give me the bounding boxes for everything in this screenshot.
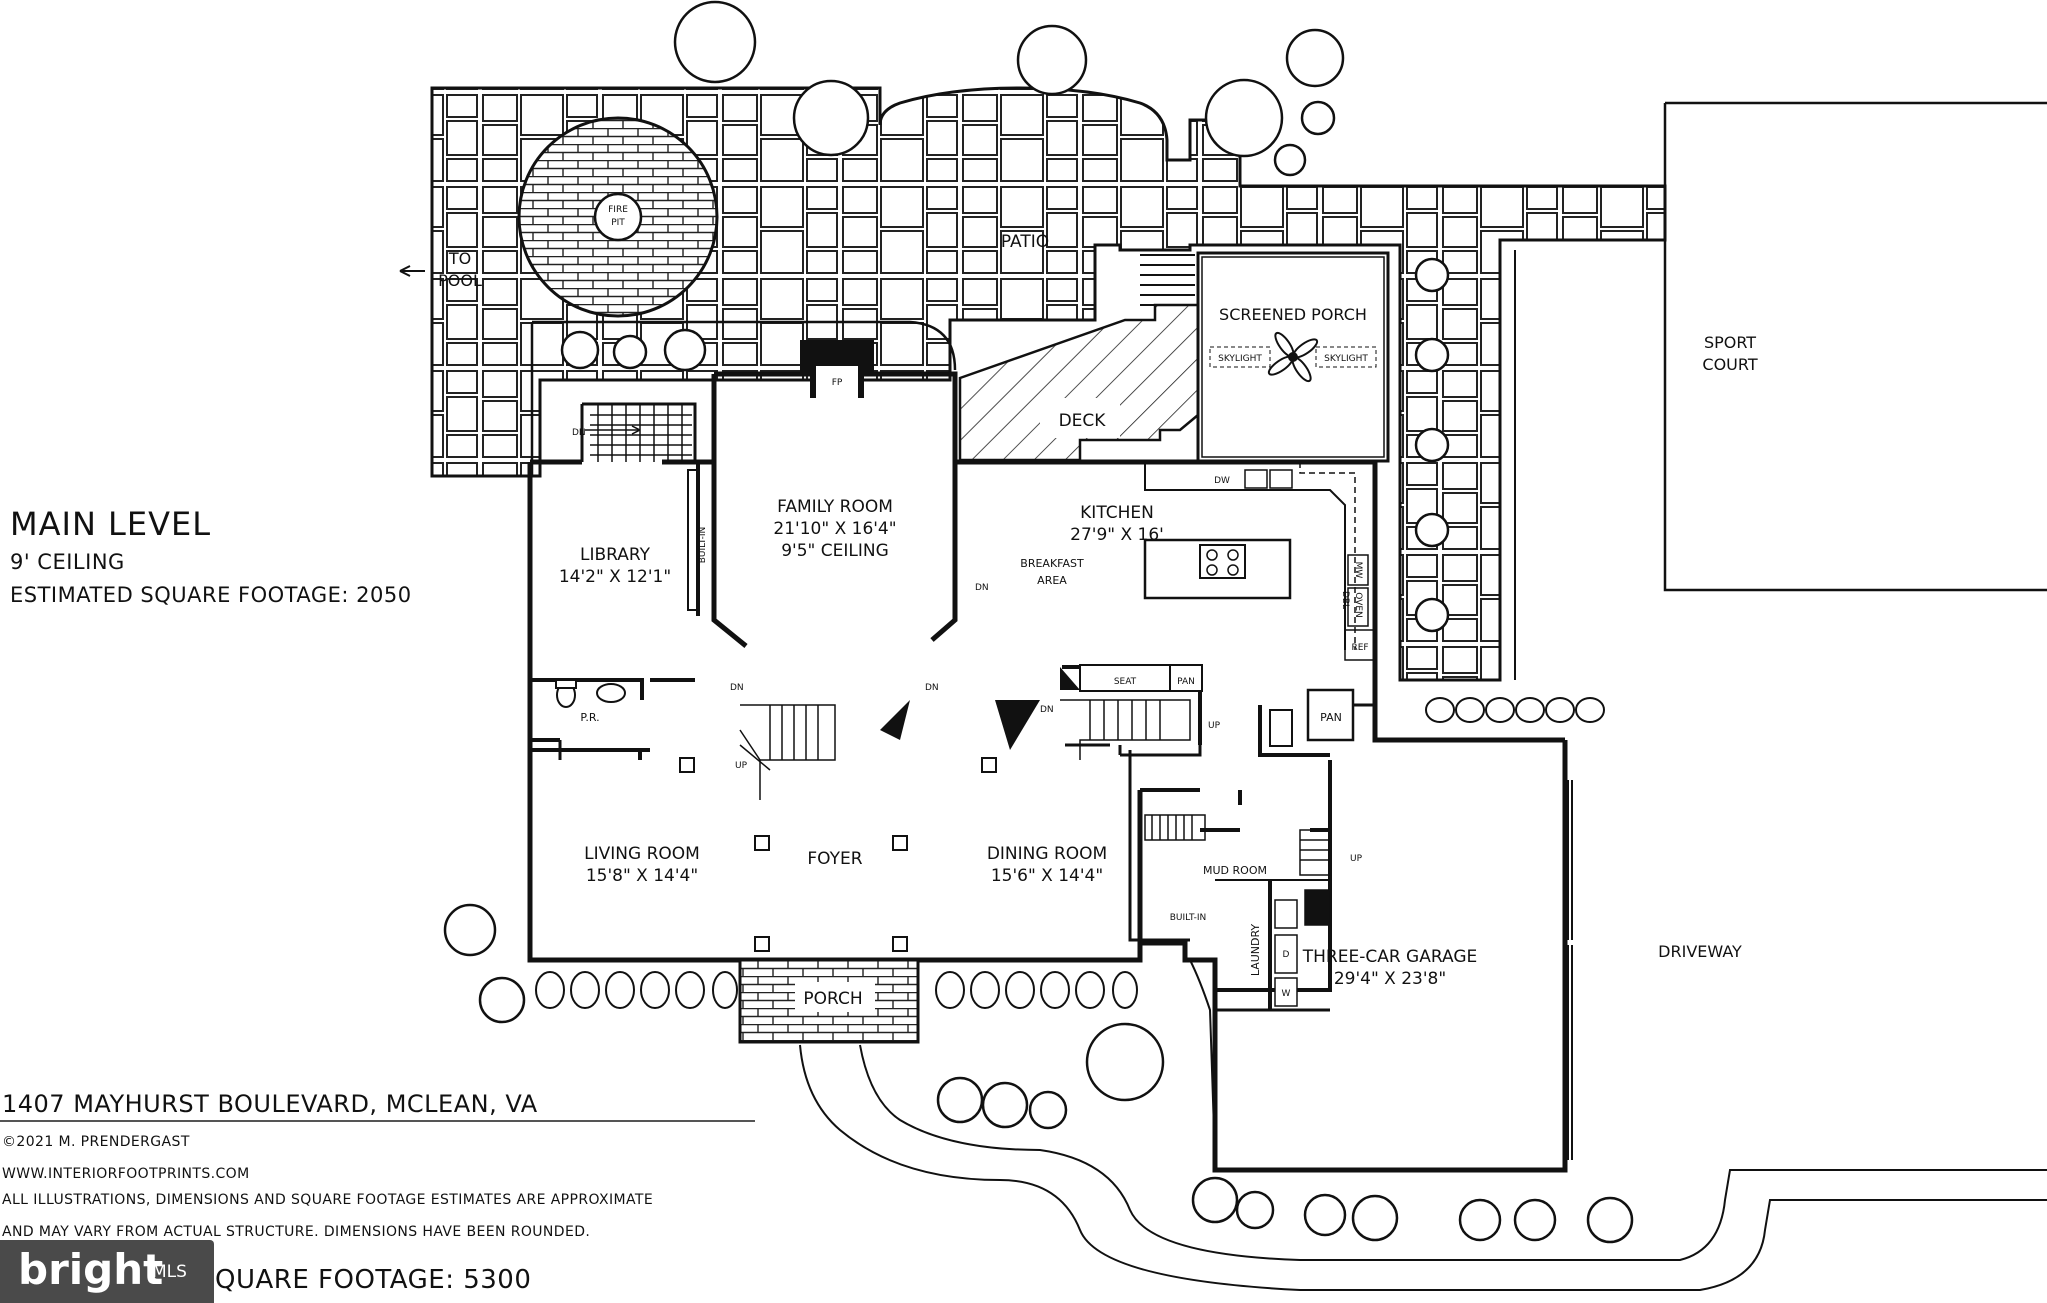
garage-dim: 29'4" X 23'8" bbox=[1334, 969, 1446, 989]
disclaimer-line-1: ALL ILLUSTRATIONS, DIMENSIONS AND SQUARE… bbox=[2, 1192, 654, 1208]
family-room-label: FAMILY ROOM bbox=[777, 497, 893, 517]
garage-label: THREE-CAR GARAGE bbox=[1302, 947, 1477, 967]
disclaimer-line-2: AND MAY VARY FROM ACTUAL STRUCTURE. DIME… bbox=[2, 1224, 591, 1240]
living-room-dim: 15'8" X 14'4" bbox=[586, 866, 698, 886]
pan-label-breakfast: PAN bbox=[1177, 677, 1195, 687]
main-staircase-left bbox=[739, 704, 836, 800]
to-pool-label-1: TO bbox=[448, 249, 471, 268]
fireplace-label: FP bbox=[832, 378, 843, 388]
sport-court: SPORT COURT bbox=[1514, 101, 2047, 680]
dw-label: DW bbox=[1214, 476, 1230, 486]
logo-suffix: MLS bbox=[152, 1262, 187, 1282]
kitchen-counter bbox=[1144, 462, 1376, 661]
washer-label: W bbox=[1282, 989, 1291, 999]
foyer-label: FOYER bbox=[807, 849, 862, 869]
powder-room-label: P.R. bbox=[580, 711, 599, 724]
fire-pit: FIRE PIT bbox=[517, 116, 719, 318]
screened-porch-label: SCREENED PORCH bbox=[1219, 305, 1367, 324]
logo-wordmark: bright bbox=[18, 1245, 164, 1294]
stair-landing-left bbox=[880, 700, 910, 740]
library-label: LIBRARY bbox=[580, 545, 651, 565]
up-label-garage: UP bbox=[1350, 854, 1363, 864]
fire-pit-label-2: PIT bbox=[611, 218, 625, 228]
kitchen-label: KITCHEN bbox=[1080, 503, 1154, 523]
porch-label: PORCH bbox=[803, 989, 862, 1009]
fireplace: FP bbox=[800, 340, 874, 398]
mud-room-label: MUD ROOM bbox=[1203, 864, 1267, 877]
living-room-label: LIVING ROOM bbox=[584, 844, 700, 864]
dryer-label: D bbox=[1283, 950, 1290, 960]
built-in-mudroom-label: BUILT-IN bbox=[1170, 913, 1207, 923]
level-title: MAIN LEVEL bbox=[10, 505, 212, 543]
property-address: 1407 MAYHURST BOULEVARD, MCLEAN, VA bbox=[2, 1090, 538, 1118]
breakfast-label-2: AREA bbox=[1037, 574, 1067, 587]
front-porch: PORCH bbox=[738, 958, 920, 1044]
skylight-label-right: SKYLIGHT bbox=[1324, 354, 1368, 364]
sport-court-label-2: COURT bbox=[1702, 355, 1757, 374]
walkways bbox=[799, 959, 2047, 1291]
breakfast-label-1: BREAKFAST bbox=[1020, 557, 1084, 570]
patio-label: PATIO bbox=[1001, 232, 1049, 252]
patio-paving bbox=[430, 86, 1667, 682]
oven-label: OVEN bbox=[1353, 592, 1363, 618]
library-dim: 14'2" X 12'1" bbox=[559, 567, 671, 587]
dn-label-library: DN bbox=[572, 428, 586, 438]
footer-divider bbox=[0, 1120, 755, 1122]
kitchen-pantry: PAN bbox=[1269, 688, 1355, 747]
dn-label-family: DN bbox=[975, 583, 989, 593]
powder-room-fixtures bbox=[555, 679, 626, 708]
skylight-label-left: SKYLIGHT bbox=[1218, 354, 1262, 364]
stair-landing-right bbox=[995, 700, 1040, 750]
hedges bbox=[535, 697, 1605, 1009]
ref-label: REF bbox=[1351, 643, 1368, 653]
ceiling-height: 9' CEILING bbox=[10, 550, 125, 574]
family-room-dim: 21'10" X 16'4" bbox=[773, 519, 896, 539]
square-footage: ESTIMATED SQUARE FOOTAGE: 2050 bbox=[10, 583, 412, 607]
website: WWW.INTERIORFOOTPRINTS.COM bbox=[2, 1166, 250, 1182]
deck: DECK bbox=[958, 303, 1200, 462]
garage-step bbox=[1299, 829, 1331, 926]
seat-label: SEAT bbox=[1114, 677, 1137, 687]
dn-label-stair-right: DN bbox=[1040, 705, 1054, 715]
sport-court-label-1: SPORT bbox=[1704, 333, 1756, 352]
dn-label-stair-mid: DN bbox=[925, 683, 939, 693]
laundry-appliances bbox=[1274, 899, 1298, 1007]
kitchen-dim: 27'9" X 16' bbox=[1070, 525, 1164, 545]
to-pool-arrow: TO POOL bbox=[399, 249, 482, 290]
laundry-label: LAUNDRY bbox=[1249, 924, 1262, 977]
dining-room-dim: 15'6" X 14'4" bbox=[991, 866, 1103, 886]
ceiling-fan-icon bbox=[1267, 331, 1319, 383]
trees bbox=[443, 0, 1634, 1244]
pan-label-kitchen: PAN bbox=[1320, 711, 1342, 724]
dn-label-stair-left: DN bbox=[730, 683, 744, 693]
total-square-footage: QUARE FOOTAGE: 5300 bbox=[215, 1265, 532, 1295]
dining-room-label: DINING ROOM bbox=[987, 844, 1107, 864]
dbl-label: DBL bbox=[1340, 591, 1350, 609]
columns bbox=[679, 757, 997, 952]
library-stair bbox=[585, 404, 692, 462]
mw-label: MW bbox=[1353, 562, 1363, 579]
deck-label: DECK bbox=[1059, 411, 1107, 431]
copyright: ©2021 M. PRENDERGAST bbox=[2, 1134, 190, 1150]
main-staircase-right bbox=[1060, 699, 1191, 760]
kitchen-island bbox=[1143, 538, 1292, 600]
driveway-label: DRIVEWAY bbox=[1658, 942, 1742, 961]
up-label-stair-right: UP bbox=[1208, 721, 1221, 731]
up-label-stair-left: UP bbox=[735, 761, 748, 771]
to-pool-label-2: POOL bbox=[438, 271, 482, 290]
family-room-ceiling: 9'5" CEILING bbox=[781, 541, 889, 561]
built-in-library-label: BUILT-IN bbox=[698, 527, 708, 564]
screened-porch: SCREENED PORCH SKYLIGHT SKYLIGHT bbox=[1196, 251, 1390, 463]
mls-watermark-logo: bright MLS bbox=[0, 1240, 214, 1303]
fire-pit-label-1: FIRE bbox=[608, 205, 628, 215]
mudroom-bench bbox=[1144, 814, 1206, 841]
breakfast-seat: SEAT PAN bbox=[1060, 664, 1203, 692]
